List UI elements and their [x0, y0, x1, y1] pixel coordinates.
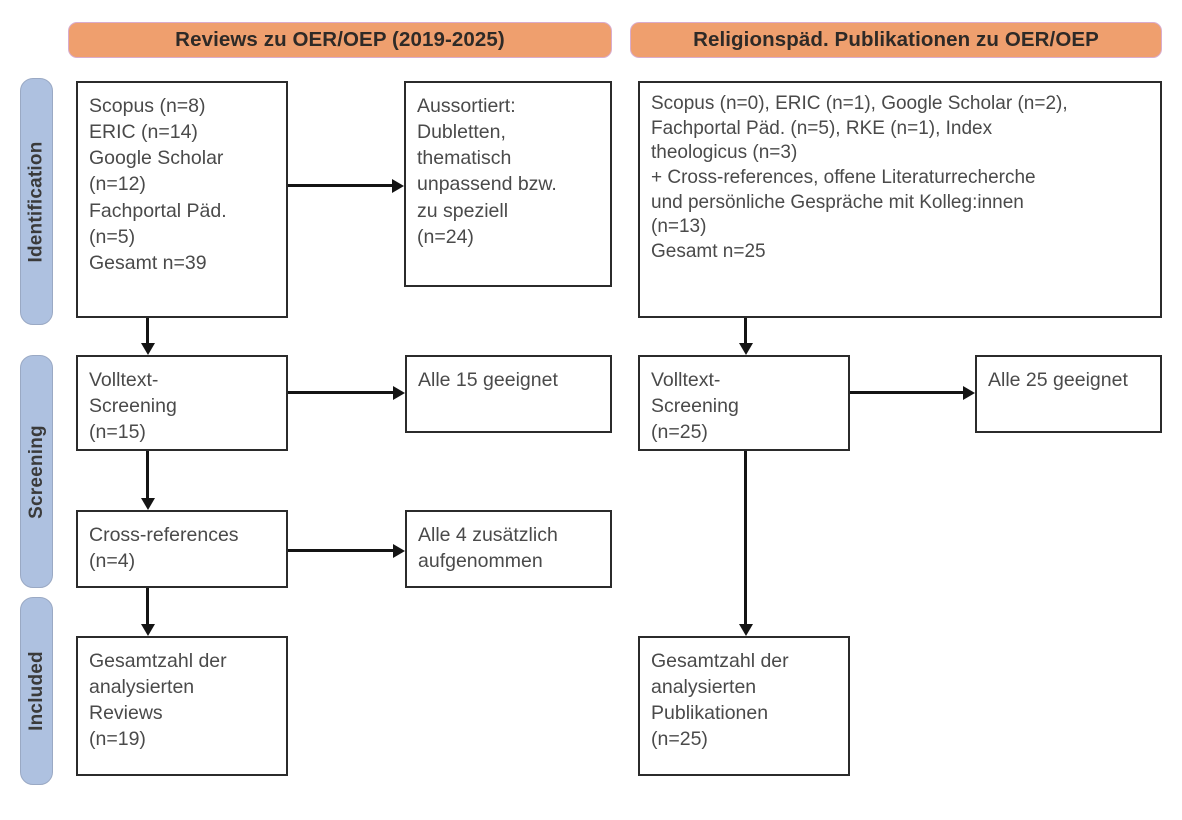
box-right-included-total: Gesamtzahl der analysierten Publikatione…: [638, 636, 850, 776]
stage-pill-screening: Screening: [20, 355, 53, 588]
box-left-crossreferences-result: Alle 4 zusätzlich aufgenommen: [405, 510, 612, 588]
arrow-left-sources-to-excluded-head: [392, 178, 404, 193]
stage-pill-included: Included: [20, 597, 53, 785]
arrow-left-fulltext-to-crossref-line: [146, 451, 149, 498]
arrow-right-fulltext-to-included-head: [738, 624, 753, 636]
arrow-left-sources-to-fulltext-head: [140, 343, 155, 355]
arrow-left-crossref-to-result-head: [393, 543, 405, 558]
stage-pill-screening-label: Screening: [25, 424, 47, 519]
box-left-fulltext-screening: Volltext- Screening (n=15): [76, 355, 288, 451]
arrow-right-fulltext-to-result-head: [963, 385, 975, 400]
arrow-left-crossref-to-included-head: [140, 624, 155, 636]
box-right-identification-sources: Scopus (n=0), ERIC (n=1), Google Scholar…: [638, 81, 1162, 318]
box-right-fulltext-screening: Volltext- Screening (n=25): [638, 355, 850, 451]
box-right-fulltext-result: Alle 25 geeignet: [975, 355, 1162, 433]
box-left-crossreferences: Cross-references (n=4): [76, 510, 288, 588]
arrow-left-fulltext-to-crossref-head: [140, 498, 155, 510]
arrow-right-sources-to-fulltext-line: [744, 318, 747, 343]
box-left-fulltext-result: Alle 15 geeignet: [405, 355, 612, 433]
column-header-reviews: Reviews zu OER/OEP (2019-2025): [68, 22, 612, 58]
stage-pill-identification: Identification: [20, 78, 53, 325]
arrow-left-fulltext-to-result-line: [288, 391, 393, 394]
arrow-left-sources-to-fulltext-line: [146, 318, 149, 343]
stage-pill-identification-label: Identification: [25, 140, 47, 263]
box-left-included-total: Gesamtzahl der analysierten Reviews (n=1…: [76, 636, 288, 776]
arrow-left-crossref-to-result-line: [288, 549, 393, 552]
arrow-left-fulltext-to-result-head: [393, 385, 405, 400]
stage-pill-included-label: Included: [25, 651, 47, 731]
column-header-religious-publications: Religionspäd. Publikationen zu OER/OEP: [630, 22, 1162, 58]
arrow-right-fulltext-to-result-line: [850, 391, 963, 394]
arrow-right-fulltext-to-included-line: [744, 451, 747, 624]
arrow-left-crossref-to-included-line: [146, 588, 149, 624]
arrow-right-sources-to-fulltext-head: [738, 343, 753, 355]
arrow-left-sources-to-excluded-line: [288, 184, 392, 187]
box-left-identification-sources: Scopus (n=8) ERIC (n=14) Google Scholar …: [76, 81, 288, 318]
box-left-excluded: Aussortiert: Dubletten, thematisch unpas…: [404, 81, 612, 287]
